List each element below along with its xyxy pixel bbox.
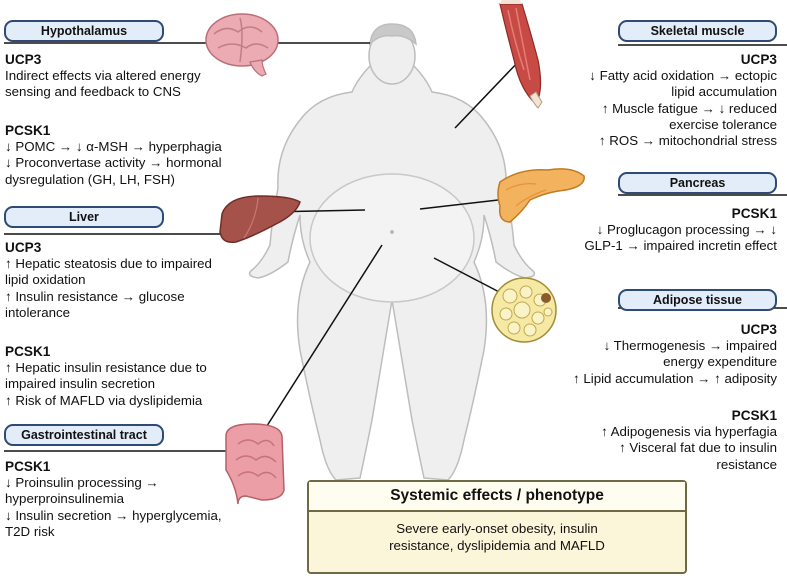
hypothalamus-ucp3-line: Indirect effects via altered energy — [5, 68, 201, 84]
liver-pcsk1-line: ↑ Risk of MAFLD via dyslipidemia — [5, 392, 203, 408]
hypothalamus-pcsk1-line: ↓ POMC → ↓ α-MSH → hyperphagia — [5, 139, 222, 155]
organ-label-liver: Liver — [4, 206, 164, 228]
organ-label-hypothalamus: Hypothalamus — [4, 20, 164, 42]
gi-pcsk1-line: ↓ Proinsulin processing → — [5, 475, 159, 491]
muscle-ucp3-line: exercise tolerance — [669, 116, 777, 132]
brain-icon — [205, 13, 279, 77]
pancreas-pcsk1-line: GLP-1 → impaired incretin effect — [584, 238, 777, 254]
hypothalamus-pcsk1-title: PCSK1 — [5, 123, 51, 138]
gi-pcsk1-block: PCSK1 ↓ Proinsulin processing → hyperpro… — [5, 459, 222, 540]
hypothalamus-ucp3-line: sensing and feedback to CNS — [5, 84, 181, 100]
intestine-icon — [225, 423, 285, 505]
adipose-pcsk1-line: resistance — [716, 456, 777, 472]
organ-label-adipose-tissue: Adipose tissue — [618, 289, 777, 311]
liver-pcsk1-line: ↑ Hepatic insulin resistance due to — [5, 360, 207, 376]
liver-pcsk1-block: PCSK1 ↑ Hepatic insulin resistance due t… — [5, 344, 207, 409]
adipose-ucp3-title: UCP3 — [740, 322, 777, 337]
gi-pcsk1-title: PCSK1 — [5, 459, 51, 474]
liver-ucp3-line: intolerance — [5, 304, 71, 320]
hypothalamus-ucp3-title: UCP3 — [5, 52, 42, 67]
adipose-ucp3-block: UCP3 ↓ Thermogenesis → impaired energy e… — [573, 322, 777, 387]
muscle-ucp3-title: UCP3 — [740, 52, 777, 67]
organ-label-gastrointestinal-tract: Gastrointestinal tract — [4, 424, 164, 446]
pancreas-icon — [497, 168, 585, 223]
hypothalamus-pcsk1-line: dysregulation (GH, LH, FSH) — [5, 171, 175, 187]
systemic-effects-body: Severe early-onset obesity, insulin resi… — [309, 520, 685, 554]
gi-pcsk1-line: hyperproinsulinemia — [5, 491, 124, 507]
organ-label-pancreas: Pancreas — [618, 172, 777, 194]
adipose-pcsk1-line: ↑ Visceral fat due to insulin — [619, 440, 777, 456]
adipose-icon — [491, 277, 557, 343]
adipose-ucp3-line: ↓ Thermogenesis → impaired — [603, 338, 777, 354]
muscle-icon — [499, 0, 543, 109]
systemic-effects-line: resistance, dyslipidemia and MAFLD — [389, 538, 605, 553]
liver-ucp3-line: ↑ Hepatic steatosis due to impaired — [5, 256, 212, 272]
systemic-effects-line: Severe early-onset obesity, insulin — [396, 521, 598, 536]
organ-label-skeletal-muscle: Skeletal muscle — [618, 20, 777, 42]
gi-pcsk1-line: ↓ Insulin secretion → hyperglycemia, — [5, 507, 222, 523]
pancreas-pcsk1-title: PCSK1 — [731, 206, 777, 221]
adipose-ucp3-line: ↑ Lipid accumulation → ↑ adiposity — [573, 370, 777, 386]
muscle-ucp3-line: ↓ Fatty acid oxidation → ectopic — [589, 68, 777, 84]
muscle-ucp3-block: UCP3 ↓ Fatty acid oxidation → ectopic li… — [589, 52, 777, 149]
liver-pcsk1-line: impaired insulin secretion — [5, 376, 156, 392]
hypothalamus-pcsk1-line: ↓ Proconvertase activity → hormonal — [5, 155, 222, 171]
hypothalamus-pcsk1-block: PCSK1 ↓ POMC → ↓ α-MSH → hyperphagia ↓ P… — [5, 123, 222, 188]
muscle-ucp3-line: ↑ ROS → mitochondrial stress — [598, 133, 777, 149]
liver-ucp3-line: ↑ Insulin resistance → glucose — [5, 288, 185, 304]
hypothalamus-ucp3-block: UCP3 Indirect effects via altered energy… — [5, 52, 201, 101]
pancreas-pcsk1-line: ↓ Proglucagon processing → ↓ — [596, 222, 777, 238]
muscle-ucp3-line: ↑ Muscle fatigue → ↓ reduced — [601, 100, 777, 116]
human-body-icon — [248, 23, 536, 481]
muscle-ucp3-line: lipid accumulation — [671, 84, 777, 100]
liver-ucp3-block: UCP3 ↑ Hepatic steatosis due to impaired… — [5, 240, 212, 321]
adipose-pcsk1-block: PCSK1 ↑ Adipogenesis via hyperfagia ↑ Vi… — [601, 408, 777, 473]
gi-pcsk1-line: T2D risk — [5, 523, 55, 539]
systemic-effects-title: Systemic effects / phenotype — [309, 482, 685, 512]
adipose-pcsk1-line: ↑ Adipogenesis via hyperfagia — [601, 424, 777, 440]
systemic-effects-box: Systemic effects / phenotype Severe earl… — [307, 480, 687, 574]
liver-ucp3-title: UCP3 — [5, 240, 42, 255]
liver-ucp3-line: lipid oxidation — [5, 272, 86, 288]
adipose-pcsk1-title: PCSK1 — [731, 408, 777, 423]
liver-pcsk1-title: PCSK1 — [5, 344, 51, 359]
liver-icon — [219, 195, 301, 244]
pancreas-pcsk1-block: PCSK1 ↓ Proglucagon processing → ↓ GLP-1… — [584, 206, 777, 255]
adipose-ucp3-line: energy expenditure — [663, 354, 777, 370]
